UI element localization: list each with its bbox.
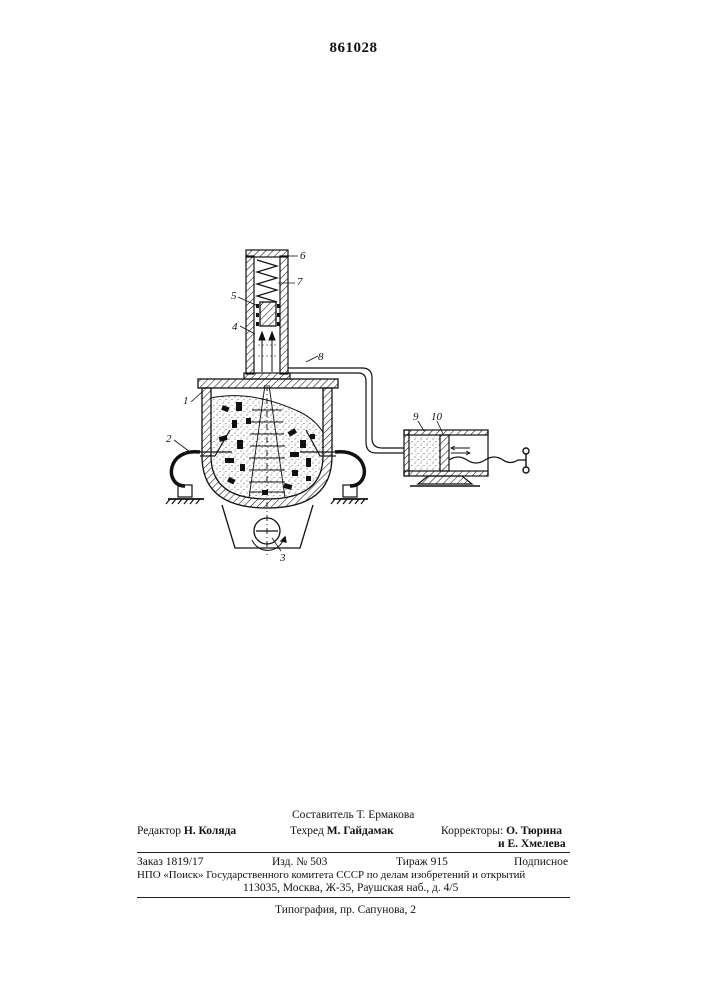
leaf-spring-left: [171, 452, 200, 486]
pump-piston: [440, 435, 470, 471]
divider-top: [137, 852, 570, 853]
vessel-lid: [198, 373, 338, 388]
circulation: Тираж 915: [396, 855, 448, 869]
correctors-line: Корректоры: О. Тюрина: [441, 824, 562, 838]
correctors-label: Корректоры:: [441, 825, 503, 837]
spring: [257, 260, 277, 302]
leaf-spring-right: [335, 452, 364, 486]
piston: [256, 302, 280, 326]
compiler-line: Составитель Т. Ермакова: [292, 808, 414, 822]
address-line: 113035, Москва, Ж-35, Раушская наб., д. …: [243, 881, 458, 895]
editor-name: Н. Коляда: [184, 825, 236, 837]
callout-4: 4: [232, 321, 238, 333]
callout-6: 6: [300, 250, 306, 262]
subscription: Подписное: [514, 855, 568, 869]
callout-9: 9: [413, 411, 419, 423]
callout-2: 2: [166, 433, 172, 445]
callout-5: 5: [231, 290, 237, 302]
floor-support-right: [331, 485, 368, 504]
publisher-line: НПО «Поиск» Государственного комитета СС…: [137, 868, 525, 882]
floor-support-left: [166, 485, 204, 504]
corrector-1: О. Тюрина: [506, 825, 562, 837]
callout-7: 7: [297, 276, 303, 288]
callout-10: 10: [431, 411, 443, 423]
techred-label: Техред: [290, 825, 324, 837]
editor-line: Редактор Н. Коляда: [137, 824, 236, 838]
techred-line: Техред М. Гайдамак: [290, 824, 394, 838]
corrector-2: и Е. Хмелева: [498, 837, 566, 851]
vibrator-housing: [222, 505, 313, 550]
callout-3: 3: [279, 552, 286, 564]
divider-bottom: [137, 897, 570, 898]
order-number: Заказ 1819/17: [137, 855, 204, 869]
callout-1: 1: [183, 395, 189, 407]
flow-arrows: [259, 332, 275, 372]
techred-name: М. Гайдамак: [327, 825, 394, 837]
editor-label: Редактор: [137, 825, 181, 837]
edition-number: Изд. № 503: [272, 855, 327, 869]
callout-8: 8: [318, 351, 324, 363]
printer-line: Типография, пр. Сапунова, 2: [275, 903, 416, 917]
